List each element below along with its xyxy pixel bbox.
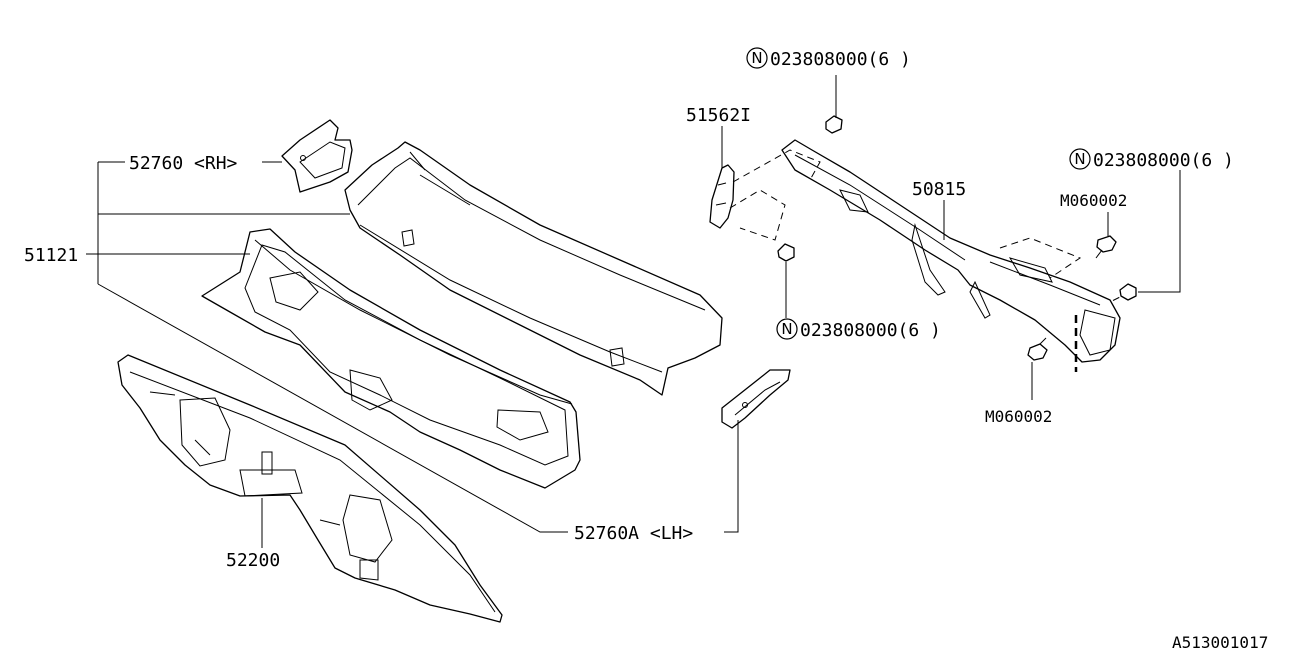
label-support-beam: 50815 — [912, 179, 966, 200]
n-symbol-text: N — [1074, 150, 1085, 168]
label-cowl-panel-lh: 52760A <LH> — [574, 523, 693, 544]
assembly-line-c — [999, 237, 1082, 279]
n-symbol-text: N — [781, 320, 792, 338]
label-cowl-panel: 51121 — [24, 245, 78, 266]
bracket-part[interactable] — [709, 164, 735, 229]
label-bolt-upper: M060002 — [1060, 191, 1127, 210]
callout-nut-top: N 023808000(6 ) — [746, 47, 911, 70]
n-symbol-icon — [1069, 148, 1091, 170]
cowl-grille-part[interactable] — [344, 141, 723, 396]
n-symbol-icon — [746, 47, 768, 69]
label-nut-bottom: 023808000(6 ) — [800, 320, 941, 341]
callout-nut-bottom: N 023808000(6 ) — [776, 318, 941, 341]
n-symbol-text: N — [751, 49, 762, 67]
side-panel-lh-part[interactable] — [721, 369, 791, 429]
leader-lines — [86, 75, 1181, 548]
nut-top-part[interactable] — [825, 115, 843, 134]
label-diagram-id: A513001017 — [1172, 633, 1268, 652]
n-symbol-icon — [776, 318, 798, 340]
cowl-panel-part[interactable] — [201, 228, 581, 489]
support-beam-part[interactable] — [781, 139, 1121, 363]
nut-right-part[interactable] — [1119, 283, 1137, 301]
label-nut-right: 023808000(6 ) — [1093, 150, 1234, 171]
label-dash-insulator: 52200 — [226, 550, 280, 571]
side-panel-rh-part[interactable] — [281, 119, 353, 193]
dash-insulator-part[interactable] — [117, 354, 503, 623]
label-bracket: 51562I — [686, 105, 751, 126]
bolt-lower-part[interactable] — [1027, 337, 1048, 361]
callout-nut-right: N 023808000(6 ) — [1069, 148, 1234, 171]
bolt-upper-part[interactable] — [1095, 235, 1117, 259]
label-bolt-lower: M060002 — [985, 407, 1052, 426]
assembly-line-b — [729, 189, 786, 241]
label-cowl-panel-rh: 52760 <RH> — [129, 153, 238, 174]
nut-lower-part[interactable] — [777, 243, 795, 262]
label-nut-top: 023808000(6 ) — [770, 49, 911, 70]
